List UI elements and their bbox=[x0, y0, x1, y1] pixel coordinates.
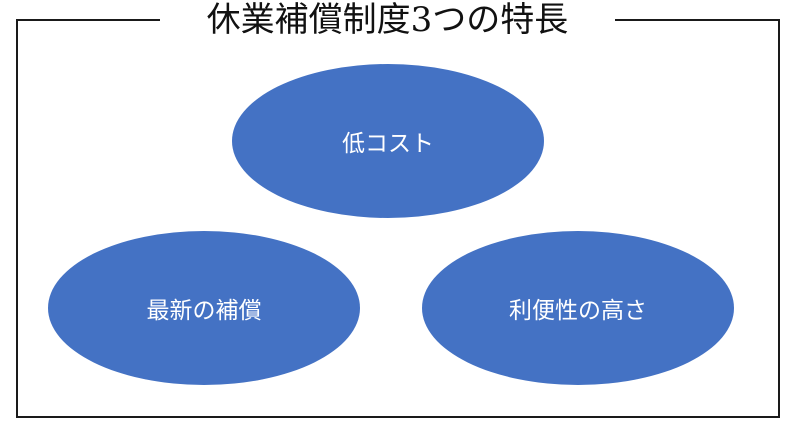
feature-ellipse-latest-coverage: 最新の補償 bbox=[48, 231, 360, 385]
feature-ellipse-convenience: 利便性の高さ bbox=[422, 231, 734, 385]
feature-ellipse-low-cost: 低コスト bbox=[232, 64, 544, 218]
feature-label: 低コスト bbox=[342, 131, 434, 157]
diagram-title: 休業補償制度3つの特長 bbox=[160, 0, 615, 40]
feature-label: 利便性の高さ bbox=[509, 298, 647, 324]
feature-label: 最新の補償 bbox=[146, 298, 262, 324]
